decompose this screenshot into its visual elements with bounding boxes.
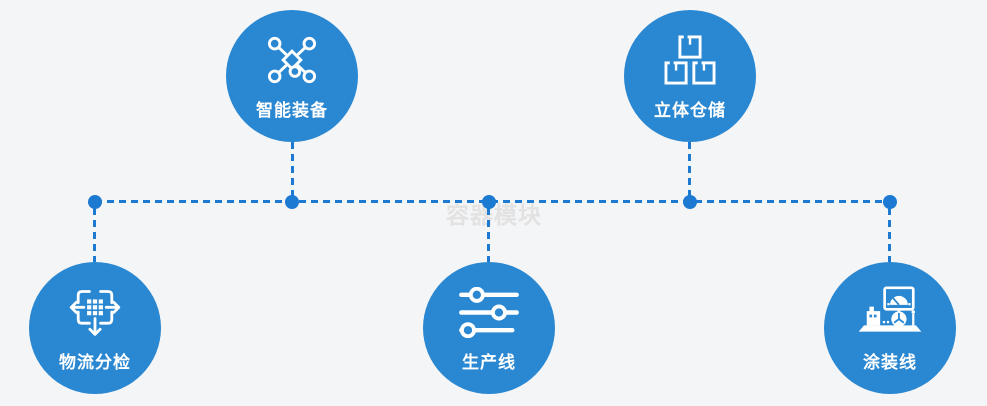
stacked-boxes-icon	[663, 31, 717, 89]
node-label: 立体仓储	[654, 101, 726, 120]
node-smart-equipment: 智能装备	[226, 10, 358, 142]
connector-dot-coating	[883, 195, 897, 209]
node-coating-line: 涂装线	[824, 262, 956, 394]
connector-dot-sorting	[88, 195, 102, 209]
node-production-line: 生产线	[423, 262, 555, 394]
sliders-icon	[458, 283, 520, 341]
connector-dot-production	[482, 195, 496, 209]
node-stereo-warehouse: 立体仓储	[624, 10, 756, 142]
sort-distribute-icon	[67, 283, 123, 341]
coating-machine-icon	[856, 283, 924, 341]
network-nodes-icon	[261, 31, 323, 89]
node-logistics-sorting: 物流分检	[29, 262, 161, 394]
node-label: 物流分检	[59, 353, 131, 372]
vertical-connector-warehouse	[688, 142, 691, 196]
node-label: 生产线	[462, 353, 516, 372]
node-label: 涂装线	[863, 353, 917, 372]
node-label: 智能装备	[256, 101, 328, 120]
vertical-connector-smart-equipment	[291, 142, 294, 196]
vertical-connector-sorting	[93, 208, 96, 262]
vertical-connector-coating	[888, 208, 891, 262]
vertical-connector-production	[487, 208, 490, 262]
connector-dot-smart-equipment	[285, 195, 299, 209]
connector-dot-warehouse	[683, 195, 697, 209]
